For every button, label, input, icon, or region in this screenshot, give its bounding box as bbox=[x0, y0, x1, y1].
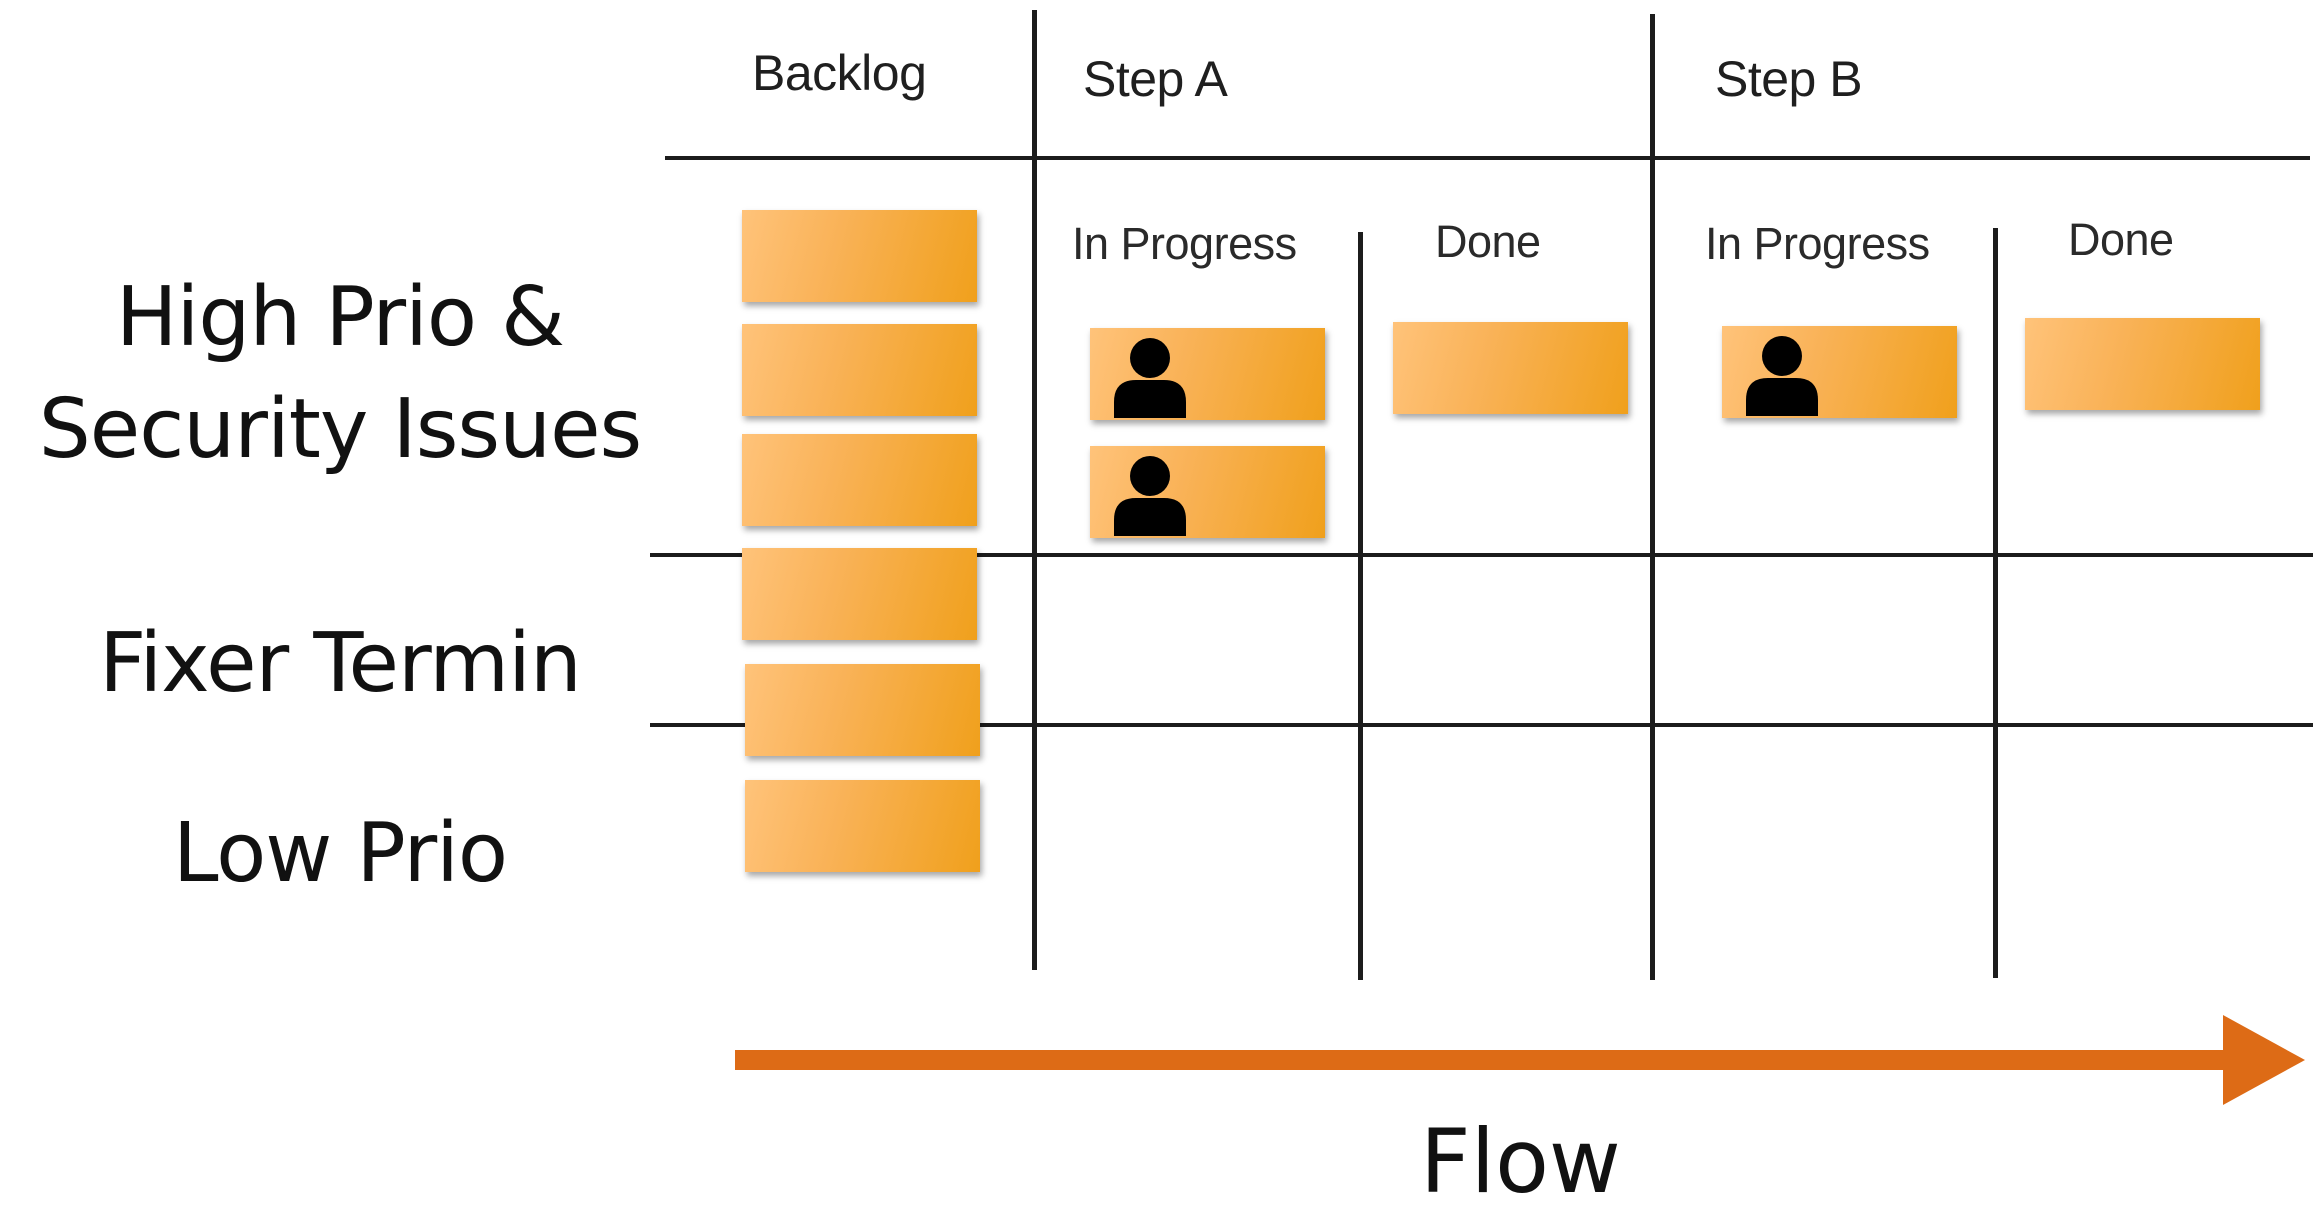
column-header-step-b: Step B bbox=[1715, 51, 1863, 107]
step-a-done-card bbox=[1393, 322, 1628, 414]
column-header-step-a: Step A bbox=[1083, 51, 1228, 107]
subcolumn-header-step-a-in-progress: In Progress bbox=[1072, 218, 1297, 269]
step-a-in-progress-card bbox=[1090, 446, 1325, 538]
person-icon bbox=[1746, 336, 1818, 416]
subcolumn-header-step-a-done: Done bbox=[1435, 216, 1541, 267]
step-b-done-card bbox=[2025, 318, 2260, 410]
swimlane-label-high-prio-line2: Security Issues bbox=[38, 382, 643, 477]
flow-arrow-icon bbox=[735, 1015, 2305, 1105]
step-b-in-progress-card bbox=[1722, 326, 1957, 418]
header-divider-line bbox=[665, 156, 2310, 160]
step-a-step-b-divider bbox=[1650, 14, 1655, 980]
swimlane-label-high-prio: High Prio & Security Issues bbox=[0, 262, 680, 486]
backlog-card bbox=[742, 434, 977, 526]
swimlane-label-high-prio-line1: High Prio & bbox=[115, 270, 565, 365]
step-b-subcolumn-divider bbox=[1993, 228, 1998, 978]
subcolumn-header-step-b-in-progress: In Progress bbox=[1705, 218, 1930, 269]
step-a-subcolumn-divider bbox=[1358, 232, 1363, 980]
swimlane-label-fixer-termin: Fixer Termin bbox=[99, 616, 582, 711]
backlog-card bbox=[742, 210, 977, 302]
column-header-backlog: Backlog bbox=[752, 45, 927, 101]
person-icon bbox=[1114, 456, 1186, 536]
backlog-card bbox=[742, 324, 977, 416]
subcolumn-header-step-b-done: Done bbox=[2068, 214, 2174, 265]
swimlane-divider-fixer-termin bbox=[650, 723, 2313, 727]
person-icon bbox=[1114, 338, 1186, 418]
backlog-step-a-divider bbox=[1032, 10, 1037, 970]
step-a-in-progress-card bbox=[1090, 328, 1325, 420]
swimlane-divider-high-prio bbox=[650, 553, 2313, 557]
flow-label: Flow bbox=[1420, 1110, 1621, 1205]
backlog-card bbox=[742, 548, 977, 640]
backlog-card bbox=[745, 664, 980, 756]
backlog-card bbox=[745, 780, 980, 872]
swimlane-label-low-prio: Low Prio bbox=[172, 806, 508, 901]
